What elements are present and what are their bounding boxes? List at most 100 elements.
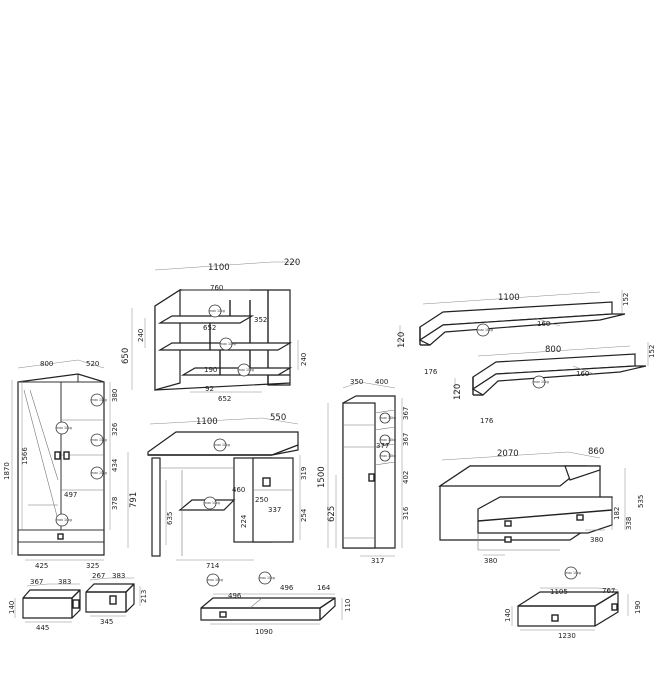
bed-drawing <box>438 451 626 556</box>
bookcase-lower-label: 625 <box>327 506 337 522</box>
long-shelf-width-label: 1100 <box>498 293 520 303</box>
wall-unit-top-width-label: 760 <box>210 284 223 292</box>
weight-badge-label: max 10kg <box>380 438 396 442</box>
weight-badge-label: max 10kg <box>220 342 236 346</box>
wardrobe-inner-height-label: 1566 <box>21 447 29 465</box>
weight-badge-label: max 10kg <box>533 380 549 384</box>
bed-height-label: 535 <box>637 495 645 508</box>
desk-width-label: 1100 <box>196 417 218 427</box>
wall-unit-mid-width-label: 652 <box>203 324 216 332</box>
bookcase-depth-label: 350 <box>350 378 363 386</box>
bed-length-label: 2070 <box>497 449 519 459</box>
bookcase-height-label: 1500 <box>317 466 327 488</box>
desk-319-label: 319 <box>300 467 308 480</box>
small-drawer-2-w1-label: 267 <box>92 572 105 580</box>
wardrobe-shelf-3-label: 434 <box>111 458 119 472</box>
small-drawer-2-w2-label: 383 <box>112 572 125 580</box>
desk-254-label: 254 <box>300 508 308 522</box>
desk-460-label: 460 <box>232 486 245 494</box>
desk-drawing <box>127 417 301 561</box>
wall-unit-92-label: 92 <box>205 385 214 393</box>
long-shelf-depth-label: 160 <box>537 320 550 328</box>
weight-badge-label: max 10kg <box>477 328 493 332</box>
short-shelf-offset-label: 176 <box>480 417 494 425</box>
small-drawer-1-drawing <box>14 583 81 623</box>
bed-drawer-drawing <box>511 566 629 631</box>
short-shelf-depth-label: 160 <box>576 370 589 378</box>
wardrobe-height-label: 1870 <box>3 462 11 480</box>
desk-250-label: 250 <box>255 496 268 504</box>
bed-drawer-right-label: 380 <box>590 536 603 544</box>
weight-badge-label: max 10kg <box>91 471 107 475</box>
short-shelf-width-label: 800 <box>545 345 561 355</box>
long-shelf-thickness-label: 120 <box>397 332 407 348</box>
weight-badge-label: max 10kg <box>209 309 225 313</box>
weight-badge-label: max 10kg <box>56 426 72 430</box>
short-wall-shelf-drawing <box>454 342 649 396</box>
weight-badge-label: max 10kg <box>259 576 275 580</box>
bookcase-bottom-label: 317 <box>371 557 384 565</box>
long-shelf-offset-label: 176 <box>424 368 438 376</box>
long-drawer-d-label: 164 <box>317 584 331 592</box>
wardrobe-bottom-right-label: 325 <box>86 562 99 570</box>
desk-714-label: 714 <box>206 562 220 570</box>
bookcase-s3-label: 377 <box>376 442 389 450</box>
desk-depth-label: 550 <box>270 413 286 423</box>
bed-drawer-bottom-label: 1230 <box>558 632 576 640</box>
wardrobe-depth-label: 520 <box>86 360 99 368</box>
short-shelf-height-label: 152 <box>648 345 656 358</box>
weight-badge-label: max 10kg <box>56 518 72 522</box>
weight-badge-label: max 10kg <box>91 398 107 402</box>
bed-drawer-h-right-label: 190 <box>634 601 642 614</box>
desk-leg-gap-label: 635 <box>166 512 174 525</box>
wall-unit-240-right-label: 240 <box>300 353 308 366</box>
wardrobe-drawing <box>11 359 111 561</box>
wardrobe-width-label: 800 <box>40 360 53 368</box>
long-drawer-bottom-label: 1090 <box>255 628 273 636</box>
bookcase-s1-label: 367 <box>402 407 410 420</box>
desk-337-label: 337 <box>268 506 281 514</box>
bed-drawer-w-label: 1105 <box>550 588 568 596</box>
desk-224-label: 224 <box>240 514 248 528</box>
wardrobe-shelf-2-label: 326 <box>111 422 119 436</box>
bookcase-drawing <box>327 381 403 557</box>
bookcase-s5-label: 316 <box>402 506 410 520</box>
small-drawer-2-h-label: 213 <box>140 590 148 603</box>
bookcase-width-label: 400 <box>375 378 388 386</box>
weight-badge-label: max 10kg <box>238 368 254 372</box>
wall-unit-190-label: 190 <box>204 366 217 374</box>
wall-unit-bottom-width-label: 652 <box>218 395 231 403</box>
wall-unit-width-label: 1100 <box>208 263 230 273</box>
bed-drawer-d-label: 767 <box>602 587 615 595</box>
bookcase-s2-label: 367 <box>402 433 410 446</box>
weight-badge-label: max 10kg <box>204 501 220 505</box>
bed-338-label: 338 <box>625 517 633 530</box>
wall-unit-240-left-label: 240 <box>137 329 145 342</box>
wall-unit-height-label: 650 <box>121 348 131 364</box>
weight-badge-label: max 10kg <box>214 443 230 447</box>
bookcase-s4-label: 402 <box>402 471 410 484</box>
wardrobe-shelf-1-label: 380 <box>111 389 119 402</box>
wardrobe-shelf-4-label: 378 <box>111 497 119 510</box>
long-drawer-w2-label: 496 <box>280 584 294 592</box>
long-drawer-h-label: 110 <box>344 599 352 612</box>
wardrobe-bottom-left-label: 425 <box>35 562 48 570</box>
wall-shelf-unit-drawing <box>131 261 299 393</box>
small-drawer-2-bottom-label: 345 <box>100 618 113 626</box>
long-wall-shelf-drawing <box>399 290 626 346</box>
bed-182-label: 182 <box>613 507 621 520</box>
long-drawer-drawing <box>200 571 343 625</box>
weight-badge-label: max 10kg <box>380 454 396 458</box>
weight-badge-label: max 10kg <box>207 578 223 582</box>
desk-height-label: 791 <box>129 492 139 508</box>
small-drawer-1-bottom-label: 445 <box>36 624 49 632</box>
weight-badge-label: max 10kg <box>91 438 107 442</box>
wardrobe-inner-width-label: 497 <box>64 491 77 499</box>
bed-drawer-left-label: 380 <box>484 557 497 565</box>
small-drawer-1-w2-label: 383 <box>58 578 71 586</box>
long-shelf-height-label: 152 <box>622 293 630 306</box>
wall-unit-depth-label: 220 <box>284 258 300 268</box>
weight-badge-label: max 10kg <box>565 571 581 575</box>
small-drawer-2-drawing <box>85 577 141 617</box>
